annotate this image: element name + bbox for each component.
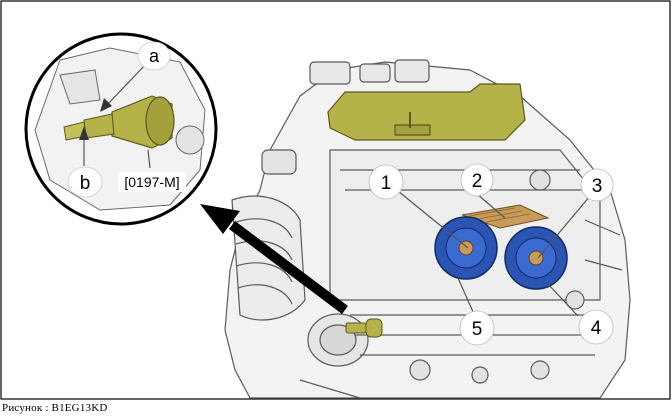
direction-arrow bbox=[200, 204, 349, 314]
callout-5-text: 5 bbox=[472, 319, 483, 340]
callout-4: 4 bbox=[578, 309, 614, 345]
crankshaft-pin-tool bbox=[345, 318, 383, 338]
camshaft-sprocket-left bbox=[434, 216, 498, 280]
camshaft-alignment-tool bbox=[327, 83, 526, 141]
camshaft-sprocket-right bbox=[504, 226, 568, 290]
label-a: a bbox=[137, 41, 171, 71]
tool-code-label: [0197-M] bbox=[118, 172, 186, 192]
callout-2: 2 bbox=[460, 163, 494, 197]
arrow-head-a bbox=[100, 98, 112, 112]
callout-2-text: 2 bbox=[472, 171, 483, 192]
label-b: b bbox=[67, 166, 103, 198]
callout-1-text: 1 bbox=[381, 173, 392, 194]
figure-caption: Рисунок : B1EG13KD bbox=[2, 402, 108, 414]
detail-inset bbox=[24, 32, 218, 226]
leader-lines bbox=[83, 63, 591, 317]
arrow-head-b bbox=[79, 126, 89, 140]
callout-4-text: 4 bbox=[591, 318, 602, 339]
callout-5: 5 bbox=[459, 310, 495, 346]
callout-1: 1 bbox=[368, 164, 404, 200]
tool-code-text: [0197-M] bbox=[124, 174, 179, 190]
label-b-text: b bbox=[80, 173, 91, 194]
callout-3: 3 bbox=[580, 168, 614, 202]
label-a-text: a bbox=[149, 46, 160, 66]
callout-3-text: 3 bbox=[592, 176, 603, 197]
